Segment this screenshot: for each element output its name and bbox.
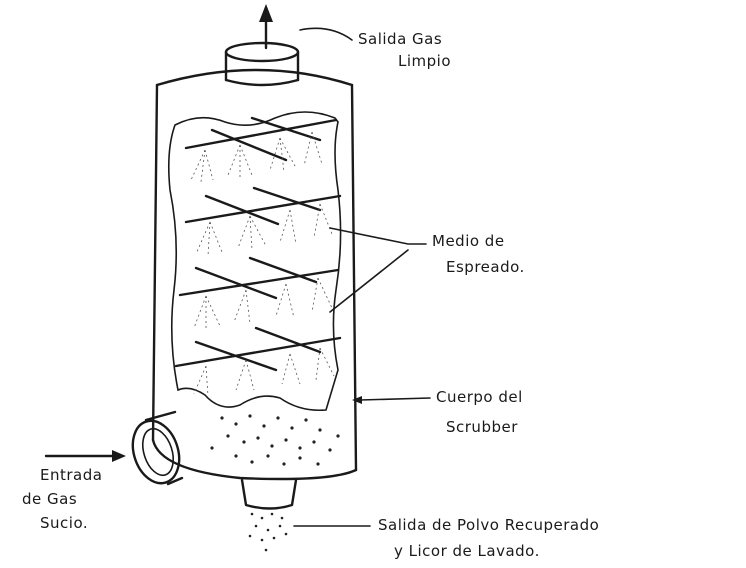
dust-outlet-line-2: y Licor de Lavado. [394, 542, 540, 560]
dirty-gas-inlet-pipe [125, 412, 187, 489]
scrubber-body-line-1: Cuerpo del [436, 388, 523, 406]
label-dirty-gas-inlet: Entrada de Gas Sucio. [22, 466, 102, 532]
scrubber-body-line-2: Scrubber [446, 418, 518, 436]
inner-chamber-outline [169, 112, 341, 410]
clean-gas-outlet-pipe [226, 43, 298, 85]
settled-dust [210, 414, 339, 465]
dirty-gas-inlet-line-1: Entrada [40, 466, 102, 484]
label-clean-gas-outlet: Salida Gas Limpio [358, 30, 451, 70]
spray-medium-line-1: Medio de [432, 232, 505, 250]
dirty-gas-inlet-line-2: de Gas [22, 490, 77, 508]
dirty-gas-inlet-line-3: Sucio. [40, 514, 88, 532]
clean-gas-outlet-line-1: Salida Gas [358, 30, 442, 48]
spray-medium-line-2: Espreado. [446, 258, 525, 276]
dust-outlet [242, 480, 296, 551]
label-scrubber-body: Cuerpo del Scrubber [436, 388, 523, 436]
spray-bar-level-3 [180, 258, 338, 298]
spray-patterns [191, 132, 334, 396]
dust-outlet-line-1: Salida de Polvo Recuperado [378, 516, 599, 534]
clean-gas-outlet-line-2: Limpio [398, 52, 451, 70]
leader-lines [294, 28, 430, 526]
spray-bar-level-2 [186, 188, 340, 224]
label-spray-medium: Medio de Espreado. [432, 232, 525, 276]
spray-bar-level-4 [176, 328, 340, 370]
scrubber-body [153, 70, 356, 479]
arrow-right-icon [46, 450, 126, 462]
arrow-up-icon [259, 4, 273, 48]
label-dust-outlet: Salida de Polvo Recuperado y Licor de La… [378, 516, 599, 560]
spray-bars [176, 118, 340, 370]
spray-bar-level-1 [186, 118, 336, 160]
